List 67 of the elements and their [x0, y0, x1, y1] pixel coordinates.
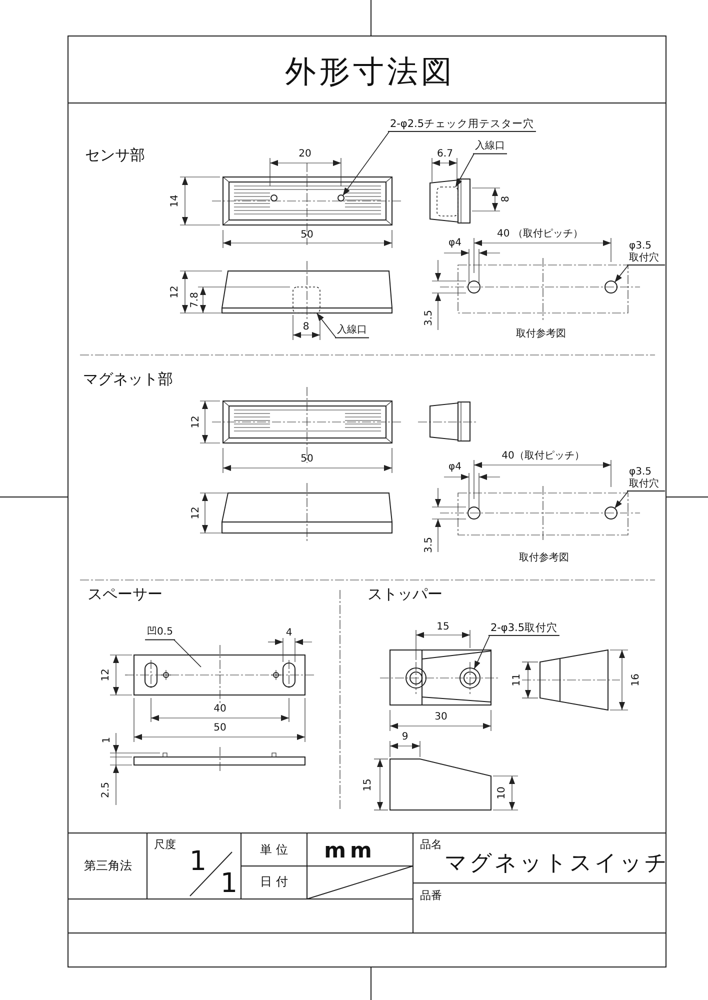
- leader-line: [174, 639, 202, 668]
- view-caption: 取付参考図: [516, 328, 566, 340]
- leader-label: 2-φ2.5チェック用テスター穴: [388, 118, 536, 132]
- dimension-label: 12: [190, 506, 202, 520]
- dimension-label: 3.5: [424, 310, 434, 326]
- table-text: 品番: [420, 890, 442, 902]
- dimension-label: 50: [300, 454, 314, 464]
- leader-line: [474, 636, 490, 670]
- dimension-label: φ4: [448, 238, 462, 248]
- drawing-title: 外形寸法図: [285, 54, 455, 90]
- mounting-hole: [604, 280, 618, 294]
- leader-label: 入線口: [335, 324, 369, 338]
- dimension-label: 8: [302, 322, 310, 332]
- table-text: 第三角法: [84, 859, 132, 873]
- leader-line: [614, 491, 628, 509]
- table-text: 1: [189, 847, 207, 877]
- dimension-label: 16: [630, 674, 642, 686]
- table-text: 尺度: [154, 838, 176, 852]
- dimension-label: 1: [102, 736, 112, 744]
- dimension-label: 9: [402, 732, 408, 742]
- dimension-label: 2.5: [100, 782, 112, 798]
- table-text: 1: [220, 869, 238, 899]
- table-text: 日 付: [260, 875, 288, 889]
- leader-line: [614, 265, 628, 283]
- leader-label: φ3.5 取付穴: [627, 240, 665, 266]
- leader-label: 入線口: [473, 140, 507, 154]
- table-text: 単 位: [260, 843, 288, 857]
- dimension-label: 7.8: [190, 292, 200, 308]
- view-caption: 取付参考図: [519, 552, 569, 564]
- dimension-label: 40 （取付ピッチ）: [497, 228, 583, 240]
- leader-line: [342, 132, 390, 196]
- mounting-hole: [604, 506, 618, 520]
- mounting-hole: [460, 668, 480, 688]
- wire-inlet: [292, 286, 320, 314]
- dimension-label: 8: [500, 196, 512, 202]
- section-heading: センサ部: [85, 146, 145, 164]
- dimension-label: 30: [434, 712, 448, 722]
- section-heading: ストッパー: [368, 586, 442, 602]
- table-text: マグネットスイッチ: [444, 852, 670, 876]
- dimension-label: 12: [100, 668, 112, 682]
- table-text: mm: [324, 839, 376, 863]
- leader-label: 2-φ3.5取付穴: [488, 622, 560, 636]
- dimension-label: 15: [362, 778, 374, 792]
- dimension-label: 50: [300, 230, 314, 240]
- dimension-label: 14: [170, 194, 180, 208]
- dimension-label: 12: [190, 416, 202, 428]
- dimension-label: 40: [214, 704, 226, 714]
- leader-label: 凹0.5: [145, 626, 175, 640]
- dimension-label: 12: [170, 286, 180, 298]
- dimension-label: 10: [496, 786, 508, 800]
- dimension-label: 4: [286, 628, 292, 638]
- wire-inlet: [436, 186, 458, 216]
- leader-line: [455, 153, 474, 188]
- leader-line: [316, 312, 336, 338]
- dimension-label: 6.7: [437, 148, 453, 160]
- dimension-label: 40（取付ピッチ）: [502, 450, 584, 462]
- dimension-label: 15: [436, 622, 450, 632]
- dimension-label: 3.5: [424, 537, 434, 553]
- tester-hole: [338, 194, 344, 202]
- table-text: 品名: [420, 838, 442, 852]
- dimension-label: φ4: [448, 462, 462, 472]
- section-heading: マグネット部: [83, 370, 173, 388]
- dimension-label: 50: [214, 722, 226, 734]
- dimension-label: 20: [298, 148, 312, 160]
- section-heading: スペーサー: [88, 586, 162, 602]
- dimension-label: 11: [512, 674, 522, 686]
- leader-label: φ3.5 取付穴: [627, 466, 665, 492]
